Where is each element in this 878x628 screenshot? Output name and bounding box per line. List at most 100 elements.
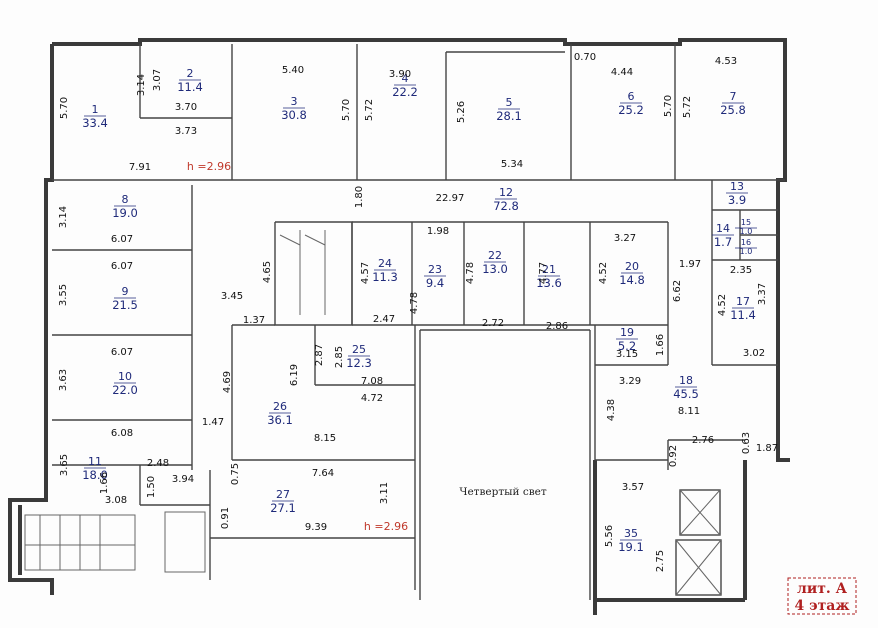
- room-number-24: 24: [378, 257, 392, 270]
- room-area-19: 5.2: [618, 339, 636, 353]
- room-number-4: 4: [402, 72, 409, 85]
- room-number-26: 26: [273, 400, 287, 413]
- dimension-label: 3.29: [619, 376, 641, 387]
- room-number-16: 16: [741, 238, 751, 247]
- dimension-label: 4.78: [465, 262, 476, 284]
- dimension-label: 6.07: [111, 234, 133, 245]
- dimension-label: 2.85: [334, 346, 345, 368]
- ceiling-height-label: h =2.96: [187, 160, 231, 173]
- dimension-label: 1.47: [202, 417, 224, 428]
- room-number-25: 25: [352, 343, 366, 356]
- dimension-label: 0.63: [741, 432, 752, 454]
- room-number-3: 3: [291, 95, 298, 108]
- dimension-label: 3.70: [175, 102, 197, 113]
- room-number-8: 8: [122, 193, 129, 206]
- room-number-21: 21: [542, 263, 556, 276]
- dimension-label: 1.80: [354, 186, 365, 208]
- room-number-12: 12: [499, 186, 513, 199]
- dimension-label: 5.40: [282, 65, 304, 76]
- dimension-label: 3.63: [58, 369, 69, 391]
- dimension-label: 3.08: [105, 495, 127, 506]
- dimension-label: 6.07: [111, 261, 133, 272]
- dimension-label: 5.72: [364, 99, 375, 121]
- room-number-22: 22: [488, 249, 502, 262]
- title-frame: [787, 577, 857, 615]
- dimension-label: 4.53: [715, 56, 737, 67]
- dimension-label: 4.38: [606, 399, 617, 421]
- dimension-label: 3.37: [757, 283, 768, 305]
- dimension-label: 2.86: [546, 321, 568, 332]
- room-number-6: 6: [628, 90, 635, 103]
- room-area-3: 30.8: [281, 108, 307, 122]
- room-area-1: 33.4: [82, 116, 108, 130]
- room-number-18: 18: [679, 374, 693, 387]
- room-area-11: 18.0: [82, 468, 108, 482]
- dimension-label: 3.90: [389, 69, 411, 80]
- room-number-14: 14: [716, 222, 730, 235]
- room-area-10: 22.0: [112, 383, 138, 397]
- dimension-label: 2.48: [147, 458, 169, 469]
- dimension-label: 3.02: [743, 348, 765, 359]
- room-area-13: 3.9: [728, 193, 746, 207]
- dimension-label: 4.57: [360, 262, 371, 284]
- dimension-label: 5.70: [663, 95, 674, 117]
- dimension-label: 2.87: [314, 344, 325, 366]
- room-area-24: 11.3: [372, 270, 398, 284]
- dimension-label: 4.52: [598, 262, 609, 284]
- room-number-10: 10: [118, 370, 132, 383]
- dimension-label: 5.70: [59, 97, 70, 119]
- room-area-12: 72.8: [493, 199, 519, 213]
- dimension-label: 9.39: [305, 522, 327, 533]
- room-area-23: 9.4: [426, 276, 444, 290]
- room-number-35: 35: [624, 527, 638, 540]
- room-area-4: 22.2: [392, 85, 418, 99]
- room-number-11: 11: [88, 455, 102, 468]
- room-area-17: 11.4: [730, 308, 756, 322]
- room-number-7: 7: [730, 90, 737, 103]
- dimension-label: 4.72: [361, 393, 383, 404]
- dimension-label: 4.52: [717, 294, 728, 316]
- room-number-27: 27: [276, 488, 290, 501]
- dimension-label: 2.35: [730, 265, 752, 276]
- room-area-26: 36.1: [267, 413, 293, 427]
- dimension-label: 6.08: [111, 428, 133, 439]
- dimension-label: 1.97: [679, 259, 701, 270]
- room-area-21: 13.6: [536, 276, 562, 290]
- room-number-19: 19: [620, 326, 634, 339]
- dimension-label: 4.77: [538, 262, 549, 284]
- plan-title-lit: лит. А: [797, 581, 848, 597]
- dimension-label: 3.11: [379, 482, 390, 504]
- dimension-label: 0.92: [668, 445, 679, 467]
- room-number-1: 1: [92, 103, 99, 116]
- dimension-label: 3.55: [58, 284, 69, 306]
- ceiling-height-label: h =2.96: [364, 520, 408, 533]
- dimension-label: 7.91: [129, 162, 151, 173]
- dimension-label: 4.44: [611, 67, 633, 78]
- dimension-label: 3.14: [58, 206, 69, 228]
- dimension-label: 3.65: [59, 454, 70, 476]
- room-area-14: 1.7: [714, 235, 732, 249]
- dimension-label: 2.76: [692, 435, 714, 446]
- dimension-label: 7.64: [312, 468, 334, 479]
- dimension-label: 5.70: [341, 99, 352, 121]
- outer-walls: [8, 38, 790, 615]
- plan-title-floor: 4 этаж: [794, 598, 849, 614]
- room-area-15: 1.0: [740, 227, 753, 236]
- room-area-9: 21.5: [112, 298, 138, 312]
- dimension-label: 6.19: [289, 364, 300, 386]
- dimension-label: 0.75: [230, 463, 241, 485]
- dimension-label: 3.14: [136, 74, 147, 96]
- dimension-label: 22.97: [436, 193, 465, 204]
- dimension-label: 1.98: [427, 226, 449, 237]
- dimension-label: 8.15: [314, 433, 336, 444]
- room-area-6: 25.2: [618, 103, 644, 117]
- room-area-2: 11.4: [177, 80, 203, 94]
- dimension-label: 1.66: [655, 334, 666, 356]
- dimension-label: 2.72: [482, 318, 504, 329]
- dimension-label: 0.70: [574, 52, 596, 63]
- dimension-label: 6.62: [672, 280, 683, 302]
- dimension-label: 2.75: [655, 550, 666, 572]
- light-well-label: Четвертый свет: [459, 486, 546, 498]
- room-number-20: 20: [625, 260, 639, 273]
